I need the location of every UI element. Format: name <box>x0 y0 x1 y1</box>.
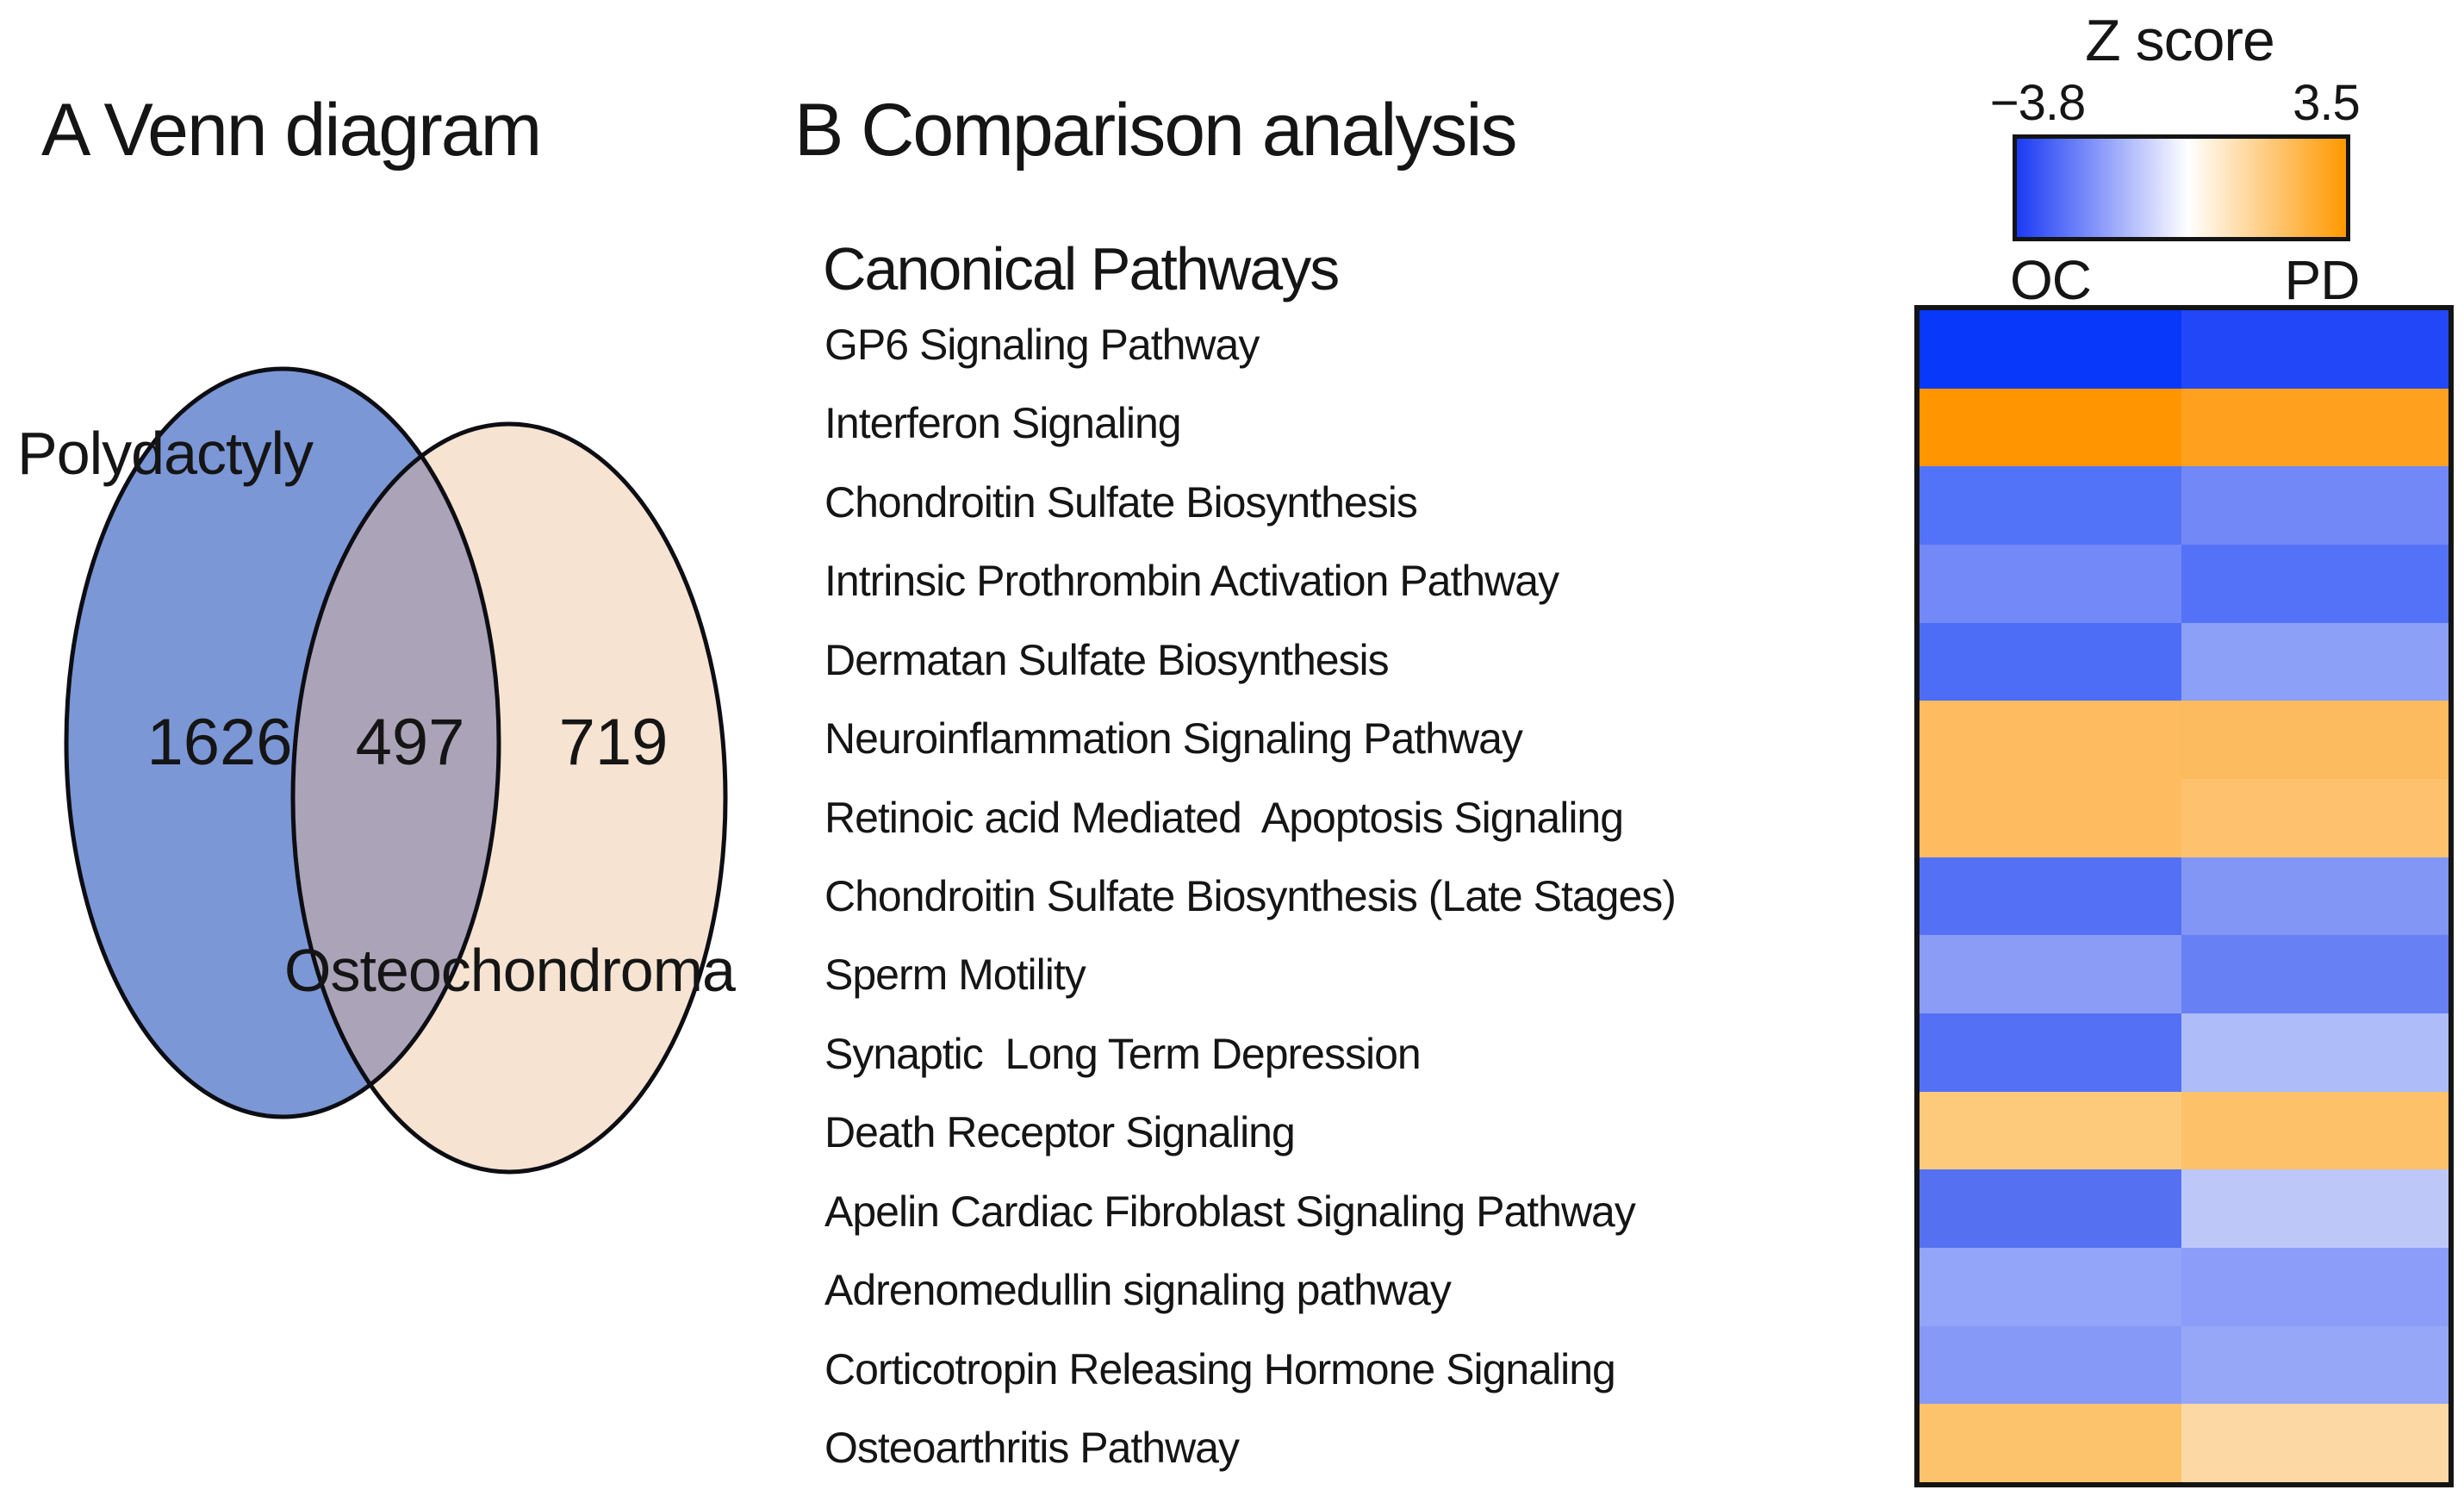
heatmap-row <box>1920 1248 2448 1326</box>
pathway-label: Chondroitin Sulfate Biosynthesis (Late S… <box>824 872 1677 921</box>
heatmap-cell-oc <box>1920 857 2181 936</box>
heatmap-row <box>1920 1169 2448 1249</box>
heatmap-cell-oc <box>1920 779 2181 857</box>
pathway-label: GP6 Signaling Pathway <box>824 320 1260 369</box>
heatmap-row <box>1920 779 2448 857</box>
panel-a-title: A Venn diagram <box>41 89 542 171</box>
heatmap-cell-oc <box>1920 1325 2181 1405</box>
heatmap-cell-oc <box>1920 1404 2181 1483</box>
zscore-colorbar <box>2013 134 2350 241</box>
heatmap-row <box>1920 935 2448 1014</box>
panel-b-title: B Comparison analysis <box>794 89 1517 171</box>
heatmap-cell-oc <box>1920 310 2181 389</box>
heatmap-row <box>1920 310 2448 389</box>
heatmap-cell-oc <box>1920 1091 2181 1170</box>
heatmap-row <box>1920 388 2448 467</box>
heatmap-cell-pd <box>2181 466 2448 545</box>
heatmap-cell-oc <box>1920 1169 2181 1249</box>
pathway-label: Intrinsic Prothrombin Activation Pathway <box>824 557 1559 606</box>
pathway-label: Synaptic Long Term Depression <box>824 1029 1422 1078</box>
heatmap-row <box>1920 1091 2448 1170</box>
heatmap-cell-oc <box>1920 466 2181 545</box>
heatmap-column-pd: PD <box>2284 249 2361 311</box>
zscore-max-tick: 3.5 <box>2293 75 2361 131</box>
pathway-label: Chondroitin Sulfate Biosynthesis <box>824 477 1418 527</box>
heatmap-cell-pd <box>2181 1169 2448 1249</box>
heatmap-row <box>1920 1325 2448 1405</box>
heatmap-cell-pd <box>2181 1404 2448 1483</box>
heatmap-cell-oc <box>1920 622 2181 701</box>
pathway-label: Sperm Motility <box>824 951 1086 1000</box>
heatmap-cell-oc <box>1920 1248 2181 1326</box>
heatmap-cell-pd <box>2181 935 2448 1014</box>
venn-overlap-region <box>293 424 499 1117</box>
heatmap-grid <box>1914 305 2454 1487</box>
pathway-label: Adrenomedullin signaling pathway <box>824 1266 1452 1315</box>
heatmap-row <box>1920 622 2448 701</box>
heatmap-row <box>1920 1404 2448 1483</box>
venn-overlap-count: 497 <box>355 706 465 779</box>
heatmap-cell-oc <box>1920 388 2181 467</box>
heatmap-cell-oc <box>1920 701 2181 780</box>
pathway-label: Death Receptor Signaling <box>824 1108 1296 1157</box>
heatmap-cell-oc <box>1920 545 2181 623</box>
heatmap-cell-pd <box>2181 779 2448 857</box>
venn-right-count: 719 <box>558 706 669 779</box>
heatmap-cell-pd <box>2181 545 2448 623</box>
zscore-legend-title: Z score <box>2085 8 2275 73</box>
zscore-min-tick: −3.8 <box>1989 75 2087 131</box>
heatmap-row <box>1920 466 2448 545</box>
pathway-label: Dermatan Sulfate Biosynthesis <box>824 635 1390 684</box>
heatmap-cell-pd <box>2181 388 2448 467</box>
pathway-label: Osteoarthritis Pathway <box>824 1424 1240 1473</box>
pathway-label: Apelin Cardiac Fibroblast Signaling Path… <box>824 1187 1636 1236</box>
heatmap-row <box>1920 545 2448 623</box>
pathway-label: Retinoic acid Mediated Apoptosis Signali… <box>824 793 1624 842</box>
heatmap-cell-pd <box>2181 1325 2448 1405</box>
heatmap-row <box>1920 1013 2448 1092</box>
heatmap-cell-pd <box>2181 310 2448 389</box>
pathway-label: Neuroinflammation Signaling Pathway <box>824 714 1523 764</box>
heatmap-cell-pd <box>2181 701 2448 780</box>
heatmap-column-oc: OC <box>2010 249 2092 311</box>
heatmap-cell-pd <box>2181 857 2448 936</box>
heatmap-cell-pd <box>2181 1248 2448 1326</box>
pathway-label: Interferon Signaling <box>824 399 1182 448</box>
heatmap-cell-pd <box>2181 1091 2448 1170</box>
heatmap-cell-oc <box>1920 935 2181 1014</box>
heatmap-cell-oc <box>1920 1013 2181 1092</box>
venn-left-set-label: Polydactyly <box>17 420 314 487</box>
heatmap-cell-pd <box>2181 1013 2448 1092</box>
canonical-pathways-header: Canonical Pathways <box>823 235 1340 302</box>
heatmap-row <box>1920 857 2448 936</box>
pathway-label: Corticotropin Releasing Hormone Signalin… <box>824 1344 1616 1393</box>
heatmap-row <box>1920 701 2448 780</box>
venn-left-count: 1626 <box>146 706 293 779</box>
heatmap-cell-pd <box>2181 622 2448 701</box>
venn-right-set-label: Osteochondroma <box>284 937 736 1004</box>
